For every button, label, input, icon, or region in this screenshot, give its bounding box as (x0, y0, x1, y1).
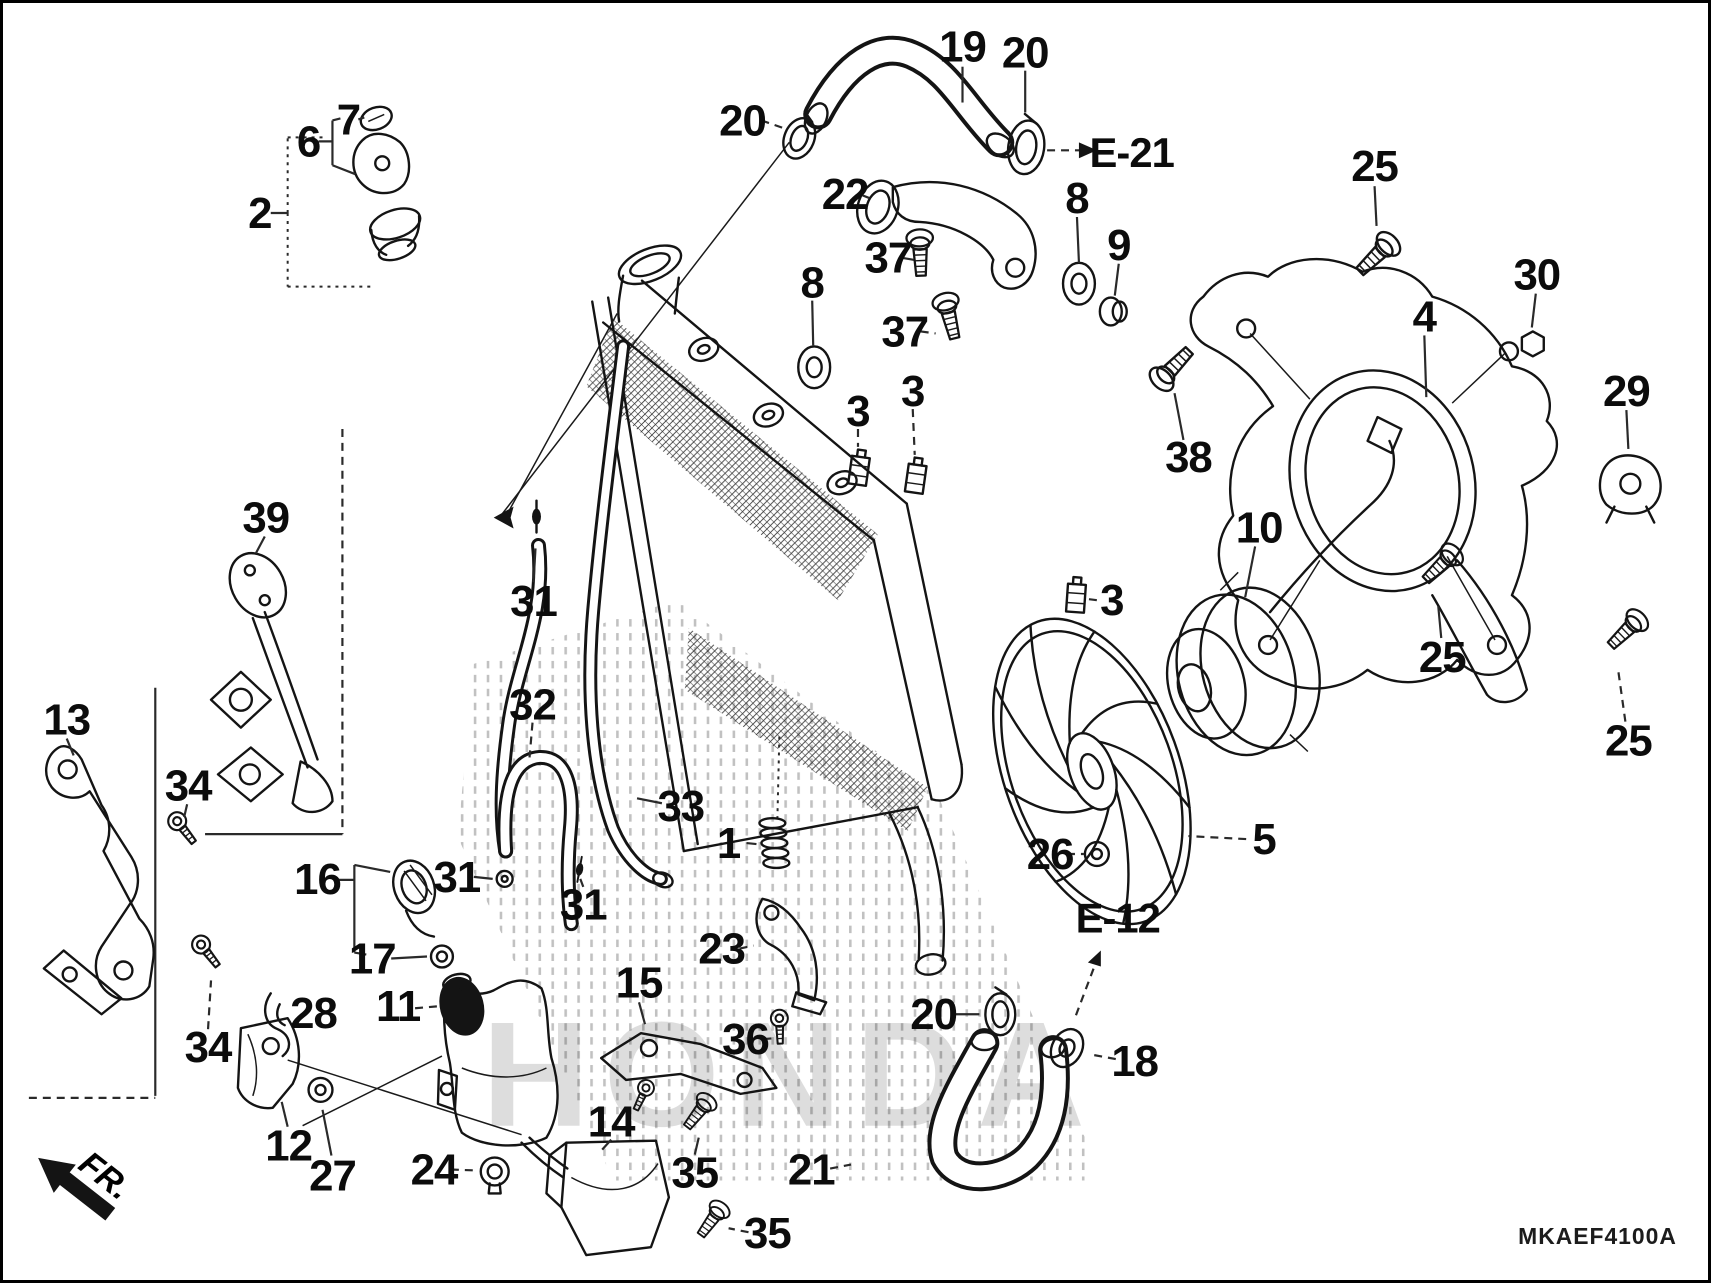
upper-stay-drawing (797, 179, 1128, 614)
callout-20: 20 (910, 990, 957, 1039)
callout-36: 36 (722, 1015, 769, 1064)
diagram-canvas: HONDA (28, 23, 1677, 1258)
callout-32: 32 (509, 681, 556, 730)
callout-16: 16 (294, 855, 341, 904)
callout-35: 35 (671, 1148, 718, 1197)
callout-4: 4 (1413, 292, 1438, 341)
callout-37: 37 (881, 307, 928, 356)
callout-31: 31 (510, 577, 557, 626)
callout-25: 25 (1419, 633, 1466, 682)
callout-27: 27 (309, 1151, 356, 1200)
callout-20: 20 (1002, 29, 1049, 78)
callout-17: 17 (349, 934, 396, 983)
left-brackets-drawing (42, 552, 334, 1110)
callout-7: 7 (337, 95, 360, 144)
callout-22: 22 (822, 170, 869, 219)
callout-38: 38 (1165, 433, 1212, 482)
callout-25: 25 (1605, 716, 1652, 765)
callout-34: 34 (165, 761, 213, 810)
callout-18: 18 (1111, 1037, 1158, 1086)
callout-9: 9 (1107, 221, 1130, 270)
callout-15: 15 (616, 958, 663, 1007)
cooling-fan-drawing (955, 592, 1229, 951)
callout-13: 13 (43, 696, 90, 745)
callout-24: 24 (411, 1145, 459, 1194)
callout-11: 11 (376, 982, 421, 1031)
lower-parts-drawing (479, 736, 828, 1257)
callout-2: 2 (248, 189, 271, 238)
callout-31: 31 (560, 881, 607, 930)
lower-hose-drawing (927, 986, 1085, 1192)
reserve-tank-drawing (392, 339, 674, 1179)
callout-26: 26 (1027, 830, 1074, 879)
callout-12: 12 (265, 1122, 312, 1171)
callout-29: 29 (1603, 367, 1650, 416)
callout-6: 6 (297, 117, 320, 166)
callout-33: 33 (657, 782, 704, 831)
callout-35: 35 (744, 1209, 791, 1258)
callout-1: 1 (717, 819, 741, 868)
halftone-shading-band (457, 600, 1085, 1181)
callout-21: 21 (788, 1145, 835, 1194)
fr-direction-arrow: FR. (38, 1144, 138, 1221)
callout-19: 19 (939, 23, 986, 72)
callout-30: 30 (1513, 251, 1560, 300)
callout-25: 25 (1351, 142, 1398, 191)
radiator-drawing (586, 244, 964, 976)
fan-shroud-drawing (1144, 226, 1662, 704)
upper-hose-drawing (776, 35, 1046, 176)
callout-37: 37 (864, 234, 911, 283)
callout-14: 14 (588, 1098, 636, 1147)
callout-3: 3 (901, 367, 924, 416)
radiator-cap-drawing (352, 105, 422, 262)
callout-8: 8 (801, 259, 824, 308)
fan-motor-drawing (1165, 415, 1403, 757)
callout-23: 23 (698, 924, 745, 973)
callout-20: 20 (719, 96, 766, 145)
callout-31: 31 (434, 853, 481, 902)
callout-39: 39 (242, 494, 289, 543)
leader-lines (65, 66, 1630, 1234)
callout-E-12: E-12 (1076, 895, 1160, 942)
callout-5: 5 (1252, 815, 1276, 864)
callout-3: 3 (846, 387, 869, 436)
callout-10: 10 (1236, 503, 1283, 552)
callout-E-21: E-21 (1090, 129, 1175, 176)
grouping-lines (28, 141, 790, 1136)
honda-watermark: HONDA (482, 991, 1099, 1158)
callout-8: 8 (1065, 174, 1088, 223)
callout-3: 3 (1100, 576, 1123, 625)
diagram-code: MKAEF4100A (1518, 1223, 1677, 1249)
callout-34: 34 (185, 1023, 233, 1072)
callout-28: 28 (290, 989, 337, 1038)
